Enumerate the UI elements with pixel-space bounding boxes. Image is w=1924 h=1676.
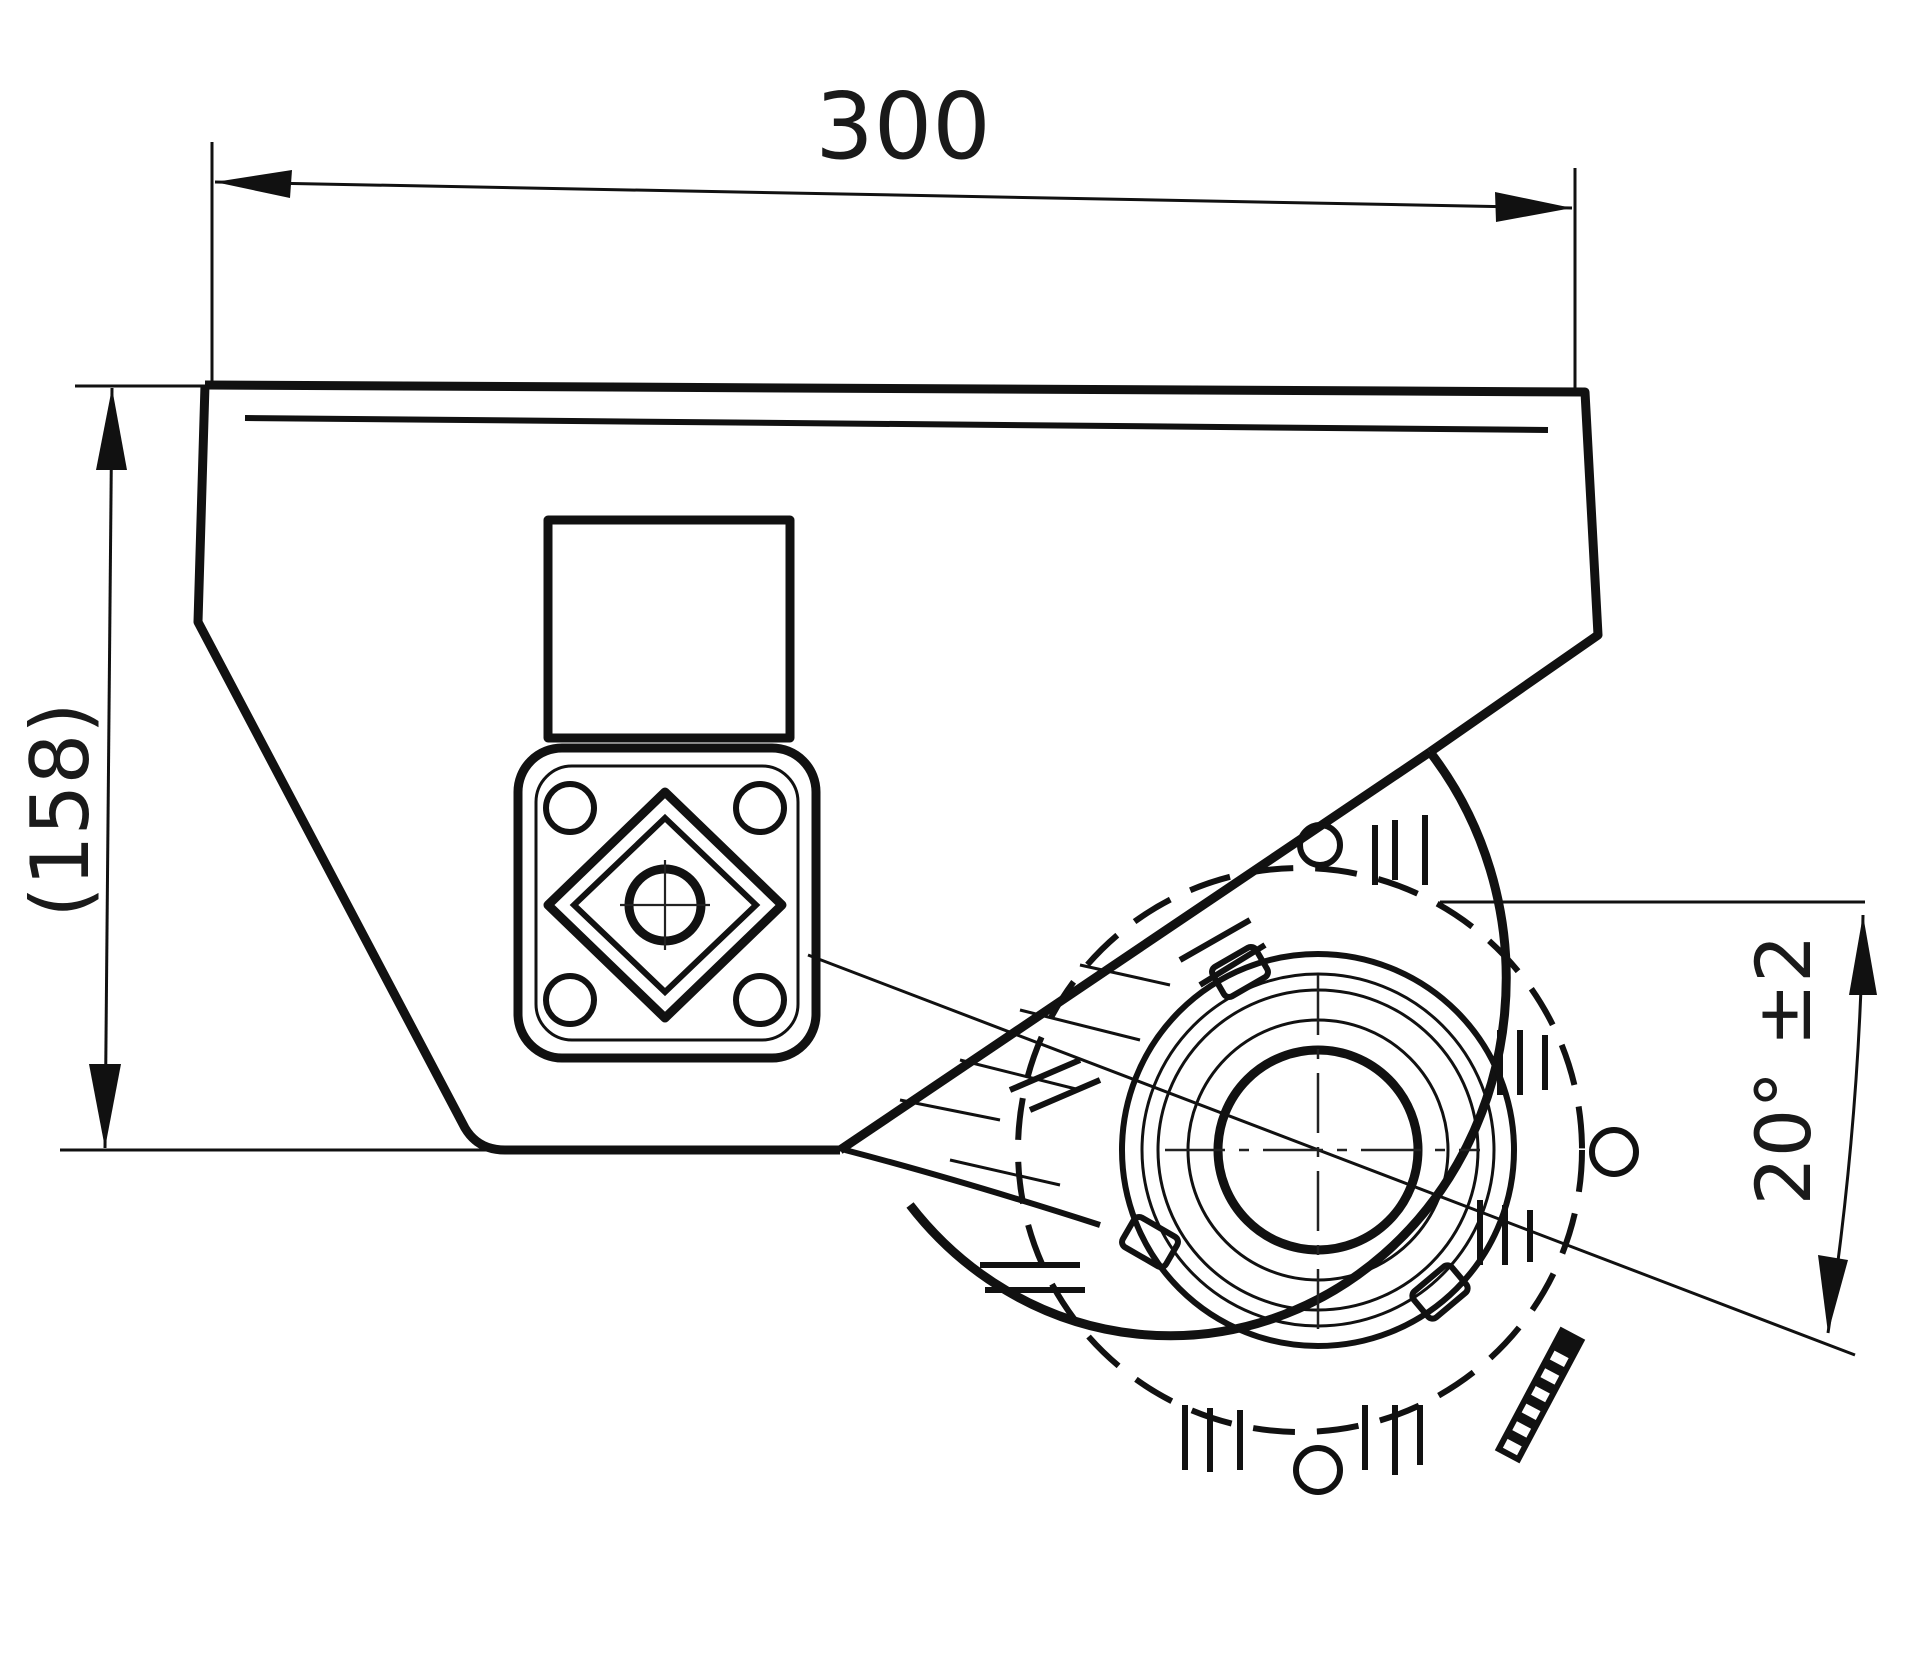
hub-outer-ring <box>1119 951 1517 1349</box>
angle-arrow-bottom <box>1818 1255 1848 1333</box>
flange-inner <box>534 764 800 1042</box>
height-dimension-label: (158) <box>14 702 107 917</box>
wheel-tread-dashed <box>1015 865 1585 1435</box>
mounting-flange <box>513 743 821 1063</box>
hub-lug <box>1209 943 1271 1001</box>
width-arrow-left <box>215 170 292 198</box>
wheel-bolt <box>1589 1127 1639 1177</box>
flange-hole-bottom-left <box>543 973 597 1027</box>
wheel-outer-rim <box>906 749 1511 1341</box>
angle-dimension: 20° ±2 <box>807 900 1877 1357</box>
flange-hole-bottom-right <box>733 973 787 1027</box>
height-arrow-bottom <box>89 1064 121 1148</box>
housing-left-outline <box>193 384 840 1155</box>
angle-arrow-top <box>1849 915 1877 995</box>
flange-diamond-outer <box>543 787 787 1023</box>
width-arrow-right <box>1495 192 1572 222</box>
wheel-bolt <box>1293 1445 1343 1495</box>
wheel-bolt <box>1297 822 1343 868</box>
mounting-block <box>543 515 795 743</box>
wheel-brand-marking <box>1494 1326 1586 1464</box>
fork-lower-edge <box>844 1147 1101 1228</box>
width-dimension-line <box>214 180 1573 210</box>
hub-lug <box>1409 1262 1471 1322</box>
angle-dimension-label: 20° ±2 <box>1739 935 1828 1206</box>
height-arrow-top <box>96 388 127 470</box>
housing-top-right-outline <box>204 380 1603 756</box>
height-dimension: (158) <box>14 384 850 1152</box>
width-dimension-label: 300 <box>815 73 991 180</box>
housing-swivel-edge <box>837 748 1433 1154</box>
wheel <box>906 749 1639 1495</box>
width-dimension: 300 <box>210 73 1577 395</box>
caster-housing <box>193 380 1603 1155</box>
fork-hatching <box>899 963 1171 1187</box>
plate-edge-line <box>244 415 1549 433</box>
angle-reference-line-inclined <box>807 953 1856 1357</box>
flange-hole-top-right <box>733 781 787 835</box>
height-dimension-line <box>103 387 114 1149</box>
wheel-spoke-marks <box>980 815 1548 1475</box>
fork-section <box>844 963 1171 1228</box>
flange-outer <box>513 743 821 1063</box>
flange-diamond-inner <box>569 813 761 997</box>
hub-lug <box>1119 1213 1181 1271</box>
flange-hole-top-left <box>543 781 597 835</box>
